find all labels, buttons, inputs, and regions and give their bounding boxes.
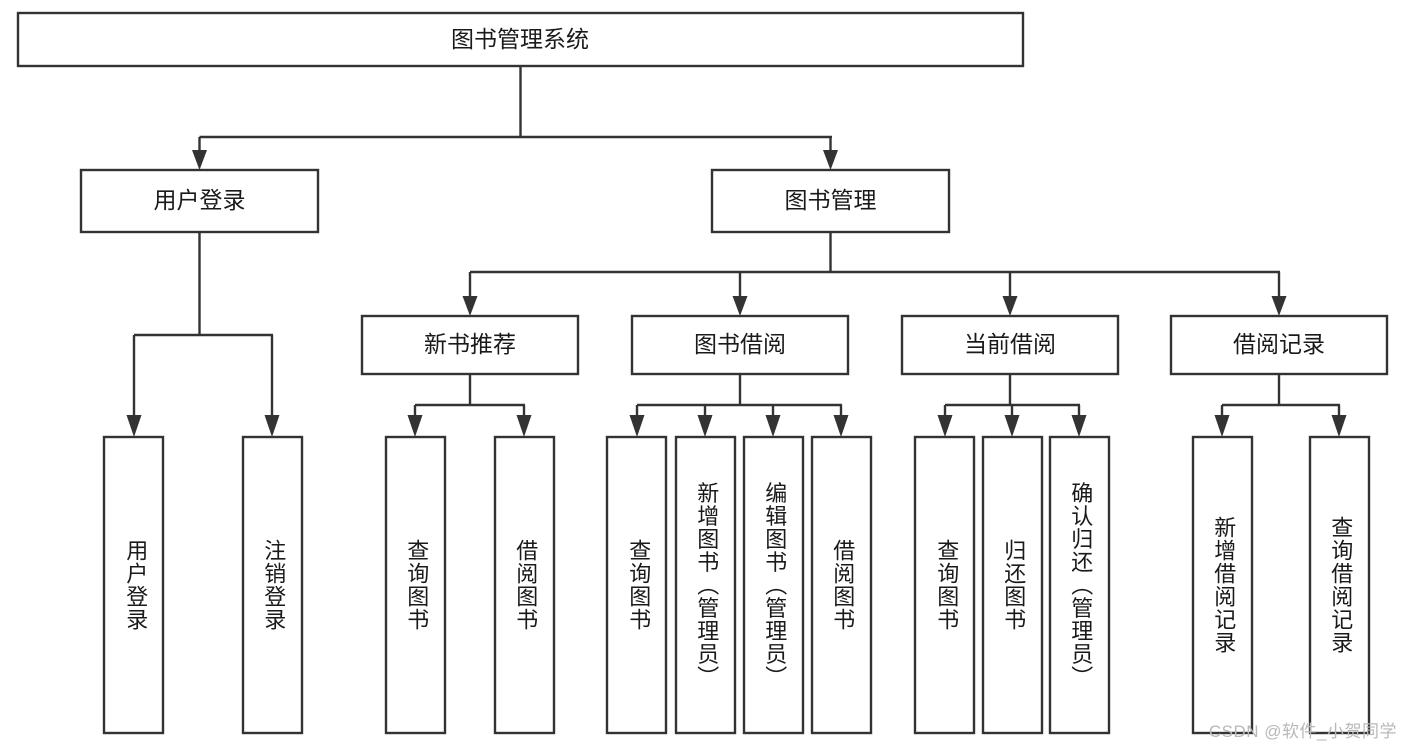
leaf-label-logout: 注销登录 bbox=[261, 539, 286, 631]
leaf-label-user-login: 用户登录 bbox=[123, 539, 148, 631]
node-label-root: 图书管理系统 bbox=[451, 26, 589, 52]
leaf-label-borrow-book-nb: 借阅图书 bbox=[513, 539, 538, 631]
edge-root-to-level2 bbox=[192, 66, 838, 170]
leaf-label-query-book-nb: 查询图书 bbox=[404, 539, 429, 631]
leaf-label-add-borrow-record: 新增借阅记录 bbox=[1211, 516, 1236, 654]
leaf-node[interactable]: 借阅图书 bbox=[810, 435, 873, 735]
edge-bookborrow-to-leaves bbox=[629, 374, 849, 437]
node-root-book-management-system[interactable]: 图书管理系统 bbox=[16, 11, 1025, 68]
node-new-book-recommend[interactable]: 新书推荐 bbox=[360, 314, 580, 376]
leaf-label-query-book-cb: 查询图书 bbox=[934, 539, 959, 631]
node-label-book-management: 图书管理 bbox=[785, 187, 877, 213]
node-user-login[interactable]: 用户登录 bbox=[79, 168, 320, 234]
edge-borrowrecord-to-leaves bbox=[1214, 374, 1347, 437]
node-current-borrow[interactable]: 当前借阅 bbox=[900, 314, 1120, 376]
leaf-label-confirm-return-admin: 确认归还（管理员） bbox=[1068, 482, 1093, 689]
leaf-node[interactable]: 查询图书 bbox=[913, 435, 976, 735]
node-borrow-record[interactable]: 借阅记录 bbox=[1169, 314, 1389, 376]
leaf-node[interactable]: 新增借阅记录 bbox=[1191, 435, 1254, 735]
node-label-book-borrow: 图书借阅 bbox=[694, 331, 786, 357]
node-book-borrow[interactable]: 图书借阅 bbox=[630, 314, 850, 376]
leaf-label-add-book-admin: 新增图书（管理员） bbox=[694, 482, 719, 689]
edge-currentborrow-to-leaves bbox=[937, 374, 1087, 437]
leaf-node[interactable]: 用户登录 bbox=[102, 435, 165, 735]
edge-userlogin-to-leaves bbox=[126, 232, 280, 437]
leaf-label-edit-book-admin: 编辑图书（管理员） bbox=[762, 482, 787, 689]
edge-newbook-to-leaves bbox=[407, 374, 532, 437]
node-label-user-login: 用户登录 bbox=[154, 187, 246, 213]
node-label-current-borrow: 当前借阅 bbox=[964, 331, 1056, 357]
leaf-node[interactable]: 注销登录 bbox=[241, 435, 304, 735]
node-label-new-book-recommend: 新书推荐 bbox=[424, 331, 516, 357]
leaf-label-query-book-bb: 查询图书 bbox=[626, 539, 651, 631]
leaf-label-query-borrow-record: 查询借阅记录 bbox=[1328, 516, 1353, 654]
leaf-label-borrow-book-bb: 借阅图书 bbox=[830, 539, 855, 631]
leaf-node[interactable]: 查询图书 bbox=[384, 435, 447, 735]
node-book-management[interactable]: 图书管理 bbox=[710, 168, 951, 234]
leaf-node[interactable]: 借阅图书 bbox=[493, 435, 556, 735]
leaf-node[interactable]: 归还图书 bbox=[981, 435, 1044, 735]
leaf-node[interactable]: 查询图书 bbox=[605, 435, 668, 735]
edge-bookmgmt-to-level3 bbox=[462, 232, 1287, 316]
node-label-borrow-record: 借阅记录 bbox=[1233, 331, 1325, 357]
leaf-node[interactable]: 编辑图书（管理员） bbox=[742, 435, 805, 735]
leaf-node[interactable]: 确认归还（管理员） bbox=[1048, 435, 1111, 735]
leaf-node[interactable]: 新增图书（管理员） bbox=[674, 435, 737, 735]
leaf-label-return-book: 归还图书 bbox=[1001, 539, 1026, 631]
csdn-watermark: CSDN @软件_小贺同学 bbox=[1208, 722, 1397, 741]
leaf-node[interactable]: 查询借阅记录 bbox=[1308, 435, 1371, 735]
